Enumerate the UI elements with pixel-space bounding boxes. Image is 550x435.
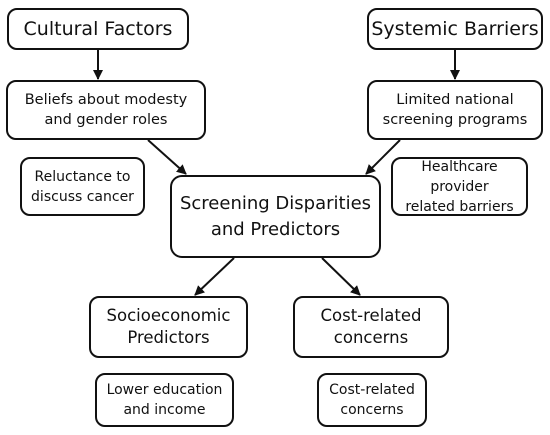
lower-education-box: Lower education and income xyxy=(95,373,234,427)
reluctance-label: Reluctance to discuss cancer xyxy=(31,168,134,205)
cultural-factors-box: Cultural Factors xyxy=(7,8,189,50)
systemic-barriers-box: Systemic Barriers xyxy=(367,8,543,50)
systemic-barriers-label: Systemic Barriers xyxy=(371,18,539,40)
beliefs-box: Beliefs about modesty and gender roles xyxy=(6,80,206,140)
cost-concerns-box: Cost-related concerns xyxy=(293,296,449,358)
screening-disparities-label: Screening Disparities and Predictors xyxy=(179,192,372,240)
limited-programs-label: Limited national screening programs xyxy=(382,92,528,128)
arrow-beliefs-to-center xyxy=(147,139,187,175)
cultural-factors-label: Cultural Factors xyxy=(23,18,173,40)
limited-programs-box: Limited national screening programs xyxy=(367,80,543,140)
arrow-center-to-socioeconomic xyxy=(194,257,235,296)
arrow-limited-to-center xyxy=(365,139,401,175)
socioeconomic-predictors-label: Socioeconomic Predictors xyxy=(106,306,231,347)
cost-concerns-leaf-box: Cost-related concerns xyxy=(317,373,427,427)
lower-education-label: Lower education and income xyxy=(106,382,223,418)
provider-barriers-label: Healthcare provider related barriers xyxy=(405,158,514,215)
cost-concerns-label: Cost-related concerns xyxy=(320,306,422,347)
arrow-center-to-cost xyxy=(321,257,361,296)
provider-barriers-box: Healthcare provider related barriers xyxy=(391,157,528,216)
cost-concerns-leaf-label: Cost-related concerns xyxy=(329,382,415,418)
reluctance-box: Reluctance to discuss cancer xyxy=(20,157,145,216)
socioeconomic-predictors-box: Socioeconomic Predictors xyxy=(89,296,248,358)
beliefs-label: Beliefs about modesty and gender roles xyxy=(24,92,188,128)
screening-disparities-box: Screening Disparities and Predictors xyxy=(170,175,381,258)
